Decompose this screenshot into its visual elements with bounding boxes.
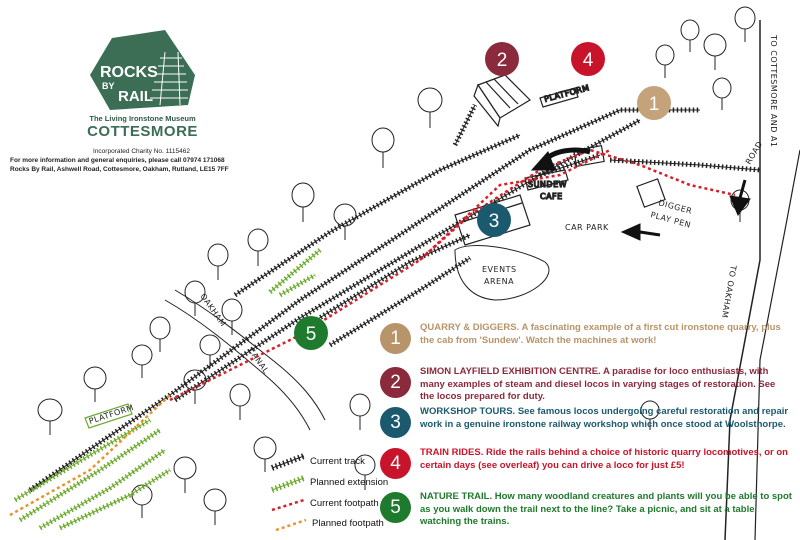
logo-town: COTTESMORE: [87, 123, 198, 140]
trail-text: A paradise for loco enthusiasts, with ma…: [420, 366, 776, 402]
tree-icon: [83, 366, 107, 402]
map-badge-3: 3: [477, 203, 511, 237]
tree-icon: [371, 127, 395, 168]
address-text: Rocks By Rail, Ashwell Road, Cottesmore,…: [10, 166, 229, 173]
trail-title: TRAIN RIDES.: [420, 447, 484, 458]
trail-title: QUARRY & DIGGERS.: [420, 322, 520, 333]
road-label-oakham: TO OAKHAM: [720, 264, 738, 319]
tree-icon: [247, 228, 269, 266]
legend-planned-extension: Planned extension: [310, 477, 389, 488]
trail-item-4: 4 TRAIN RIDES. Ride the rails behind a c…: [380, 447, 792, 479]
tree-icon: [349, 393, 371, 430]
trail-text: A fascinating example of a first cut iro…: [420, 322, 781, 346]
trail-number-badge: 1: [380, 323, 411, 354]
trail-number-badge: 2: [380, 367, 411, 398]
legend-symbols: [270, 453, 307, 532]
current-tracks: [28, 103, 761, 493]
tree-icon: [253, 436, 277, 472]
legend-current-track: Current track: [310, 456, 365, 467]
tree-icon: [37, 398, 63, 435]
trail-item-1: 1 QUARRY & DIGGERS. A fascinating exampl…: [380, 322, 792, 354]
cafe-label-2: CAFE: [540, 192, 563, 201]
planned-extension-tracks: [13, 248, 322, 531]
tree-icon: [703, 33, 727, 70]
map-badge-5: 5: [294, 316, 328, 350]
tree-icon: [229, 383, 251, 420]
trail-item-2: 2 SIMON LAYFIELD EXHIBITION CENTRE. A pa…: [380, 366, 792, 404]
trees: [37, 6, 756, 525]
legend-track-icon: [270, 453, 306, 471]
logo-line-1: ROCKS: [100, 64, 158, 81]
canal: [164, 289, 326, 431]
tree-icon: [149, 316, 171, 352]
tree-icon: [640, 400, 660, 430]
sundew-cafe-building: SUNDEW CAFE: [524, 169, 569, 202]
tree-icon: [131, 344, 153, 378]
road-marker-label: ROAD: [744, 140, 764, 166]
svg-text:4: 4: [583, 50, 594, 71]
trail-title: NATURE TRAIL.: [420, 491, 493, 502]
planned-footpath: [9, 394, 171, 517]
trail-item-5: 5 NATURE TRAIL. How many woodland creatu…: [380, 491, 792, 529]
trail-text: Ride the rails behind a choice of histor…: [420, 447, 788, 471]
direction-arrows: [530, 147, 751, 241]
map-badges: 1 2 3 4 5: [294, 42, 671, 350]
legend-current-footpath: Current footpath: [310, 498, 379, 509]
events-arena-label-2: ARENA: [484, 277, 514, 286]
events-arena-label-1: EVENTS: [482, 265, 517, 274]
platform-top-label: PLATFORM: [543, 83, 590, 104]
canal-label-1: OAKHAM: [198, 292, 227, 329]
legend-planned-footpath: Planned footpath: [312, 518, 384, 529]
digger-building: [636, 178, 666, 208]
trail-text: See famous locos undergoing careful rest…: [420, 406, 789, 430]
tree-icon: [173, 456, 197, 493]
legend-current-footpath-icon: [271, 498, 305, 512]
trail-text: How many woodland creatures and plants w…: [420, 491, 792, 527]
tree-icon: [333, 203, 357, 240]
legend-extension-icon: [270, 475, 306, 493]
map-badge-1: 1: [637, 86, 671, 120]
tree-icon: [221, 298, 243, 335]
tree-icon: [680, 19, 700, 52]
logo-line-2: BY: [102, 81, 115, 91]
car-park-label: CAR PARK: [565, 223, 609, 232]
tree-icon: [207, 243, 229, 280]
tree-icon: [417, 87, 443, 128]
logo-subtitle: The Living Ironstone Museum: [89, 114, 196, 123]
svg-text:2: 2: [497, 50, 508, 71]
current-footpath: [169, 148, 736, 402]
enquiries-text: For more information and general enquiri…: [10, 157, 225, 164]
trail-number-badge: 3: [380, 407, 411, 438]
tree-icon: [291, 182, 315, 222]
charity-number: Incorporated Charity No. 1115462: [93, 148, 190, 155]
legend-planned-footpath-icon: [275, 518, 307, 532]
trail-item-3: 3 WORKSHOP TOURS. See famous locos under…: [380, 406, 792, 438]
trail-title: SIMON LAYFIELD EXHIBITION CENTRE.: [420, 366, 601, 377]
events-arena-outline: [454, 245, 550, 301]
tree-icon: [734, 6, 756, 42]
tree-icon: [712, 77, 732, 110]
platform-top: PLATFORM: [539, 83, 591, 108]
tree-icon: [655, 44, 675, 78]
tree-icon: [203, 488, 227, 525]
road-label-cottesmore: TO COTTESMORE AND A1: [769, 34, 778, 147]
tree-icon: [354, 454, 376, 490]
cafe-label-1: SUNDEW: [528, 180, 567, 189]
trail-number-badge: 4: [380, 448, 411, 479]
svg-text:5: 5: [306, 324, 317, 345]
logo: ROCKS BY RAIL: [90, 30, 195, 110]
current-footpath-branch: [419, 148, 611, 261]
exhibition-centre-building: [473, 74, 531, 128]
trail-title: WORKSHOP TOURS.: [420, 406, 516, 417]
logo-line-3: RAIL: [118, 88, 153, 105]
svg-text:1: 1: [649, 94, 660, 115]
svg-text:3: 3: [489, 211, 500, 232]
trail-number-badge: 5: [380, 492, 411, 523]
map-badge-2: 2: [485, 42, 519, 76]
map-badge-4: 4: [571, 42, 605, 76]
